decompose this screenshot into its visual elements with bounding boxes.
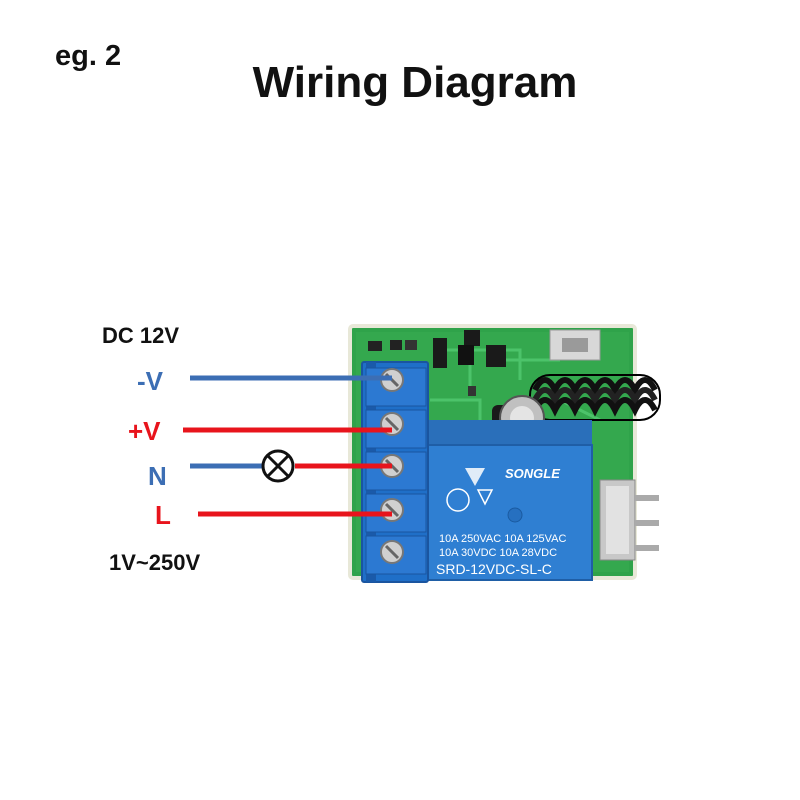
example-label: eg. 2 [55, 40, 122, 72]
terminal-label-pos-v: +V [128, 416, 161, 446]
terminal-label-neg-v: -V [137, 366, 163, 396]
relay-rating-line-1: 10A 250VAC 10A 125VAC [439, 533, 566, 545]
page-title: Wiring Diagram [252, 58, 578, 107]
terminal-label-l: L [155, 500, 171, 530]
terminal-block [361, 361, 429, 583]
relay-model: SRD-12VDC-SL-C [436, 561, 552, 577]
crystal-component [599, 479, 659, 561]
pairing-button [549, 329, 601, 361]
terminal-label-n: N [148, 461, 167, 491]
smd-component [368, 341, 382, 351]
mains-voltage-label: 1V~250V [109, 550, 201, 575]
dc-supply-label: DC 12V [102, 323, 180, 348]
lamp-symbol-icon [261, 449, 295, 483]
relay: SONGLE 10A 250VAC 10A 125VAC 10A 30VDC 1… [425, 420, 593, 581]
relay-rating-line-2: 10A 30VDC 10A 28VDC [439, 547, 557, 559]
relay-brand: SONGLE [505, 466, 560, 481]
